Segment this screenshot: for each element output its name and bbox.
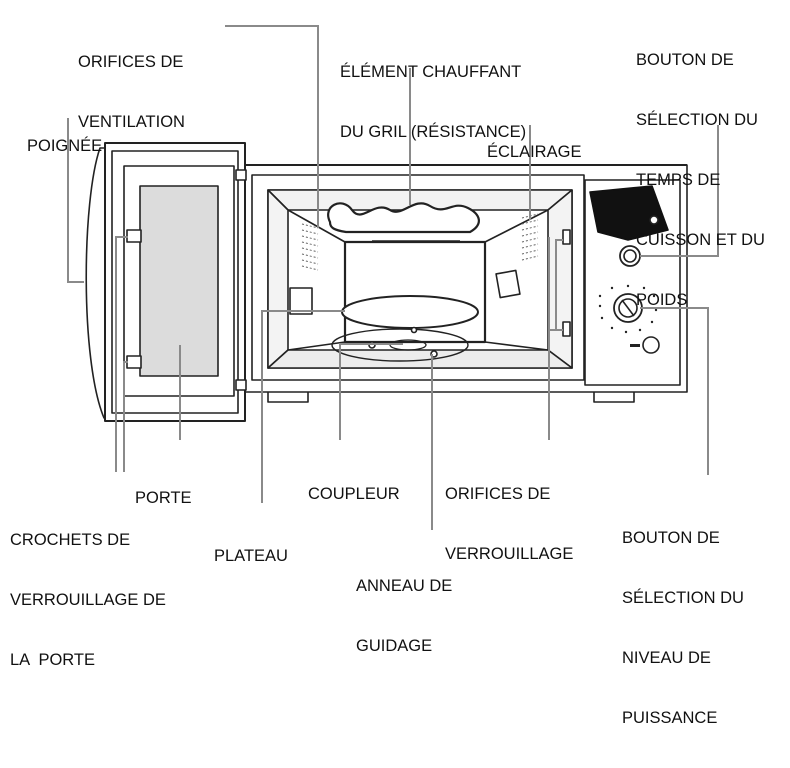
label-line: PORTE [135,489,192,507]
door [85,142,247,422]
label-door: PORTE [135,448,192,548]
door-release-button [642,336,660,354]
label-line: VERROUILLAGE DE [10,591,166,609]
safety-hole-top [562,229,571,245]
label-line: COUPLEUR [308,485,400,503]
door-latch-bottom [126,355,142,369]
label-line: GUIDAGE [356,637,433,655]
lamp-cover [495,269,521,299]
label-line: ÉCLAIRAGE [487,143,582,161]
control-display [589,185,669,241]
grill-element [327,202,480,234]
leader-time-knob [640,125,719,257]
microwave-diagram: ORIFICES DE VENTILATION ÉLÉMENT CHAUFFAN… [10,10,765,727]
label-line: VERROUILLAGE [445,545,574,563]
label-line: CUISSON ET DU [636,231,765,249]
label-coupler: COUPLEUR [308,444,400,544]
label-turntable: PLATEAU [214,506,288,606]
label-roller-ring: ANNEAU DE GUIDAGE [356,536,452,696]
label-safety-holes: ORIFICES DE VERROUILLAGE [445,444,573,604]
safety-hole-bottom [562,321,571,337]
label-line: POIGNÉE [27,137,103,155]
label-power-knob: BOUTON DE SÉLECTION DU NIVEAU DE PUISSAN… [622,488,744,768]
label-line: BOUTON DE [622,529,720,547]
label-line: ÉLÉMENT CHAUFFANT [340,63,522,81]
leader-latches-a [115,236,128,472]
label-handle: POIGNÉE [27,96,102,196]
microwave-illustration [67,25,719,530]
label-line: SÉLECTION DU [636,111,758,129]
leader-coupler [339,343,403,440]
roller-ring [331,328,469,362]
label-line: ANNEAU DE [356,577,453,595]
label-line: LA PORTE [10,651,95,669]
vent-grille-right [521,213,539,261]
leader-lines [67,25,719,530]
label-line: BOUTON DE [636,51,734,69]
door-window [139,185,219,377]
label-line: DU GRIL (RÉSISTANCE) [340,123,527,141]
label-line: TEMPS DE [636,171,721,189]
left-wall-cover [289,287,313,315]
label-line: SÉLECTION DU [622,589,744,607]
leader-turntable [261,310,345,503]
label-line: VENTILATION [78,113,185,131]
label-line: CROCHETS DE [10,531,131,549]
label-time-knob: BOUTON DE SÉLECTION DU TEMPS DE CUISSON … [636,10,765,350]
label-light: ÉCLAIRAGE [487,102,581,202]
label-line: POIDS [636,291,688,309]
vent-grille-left [301,223,319,271]
label-door-latches: CROCHETS DE VERROUILLAGE DE LA PORTE [10,490,166,710]
label-line: NIVEAU DE [622,649,711,667]
door-latch-top [126,229,142,243]
label-line: ORIFICES DE [445,485,551,503]
label-grill: ÉLÉMENT CHAUFFANT DU GRIL (RÉSISTANCE) [340,22,526,182]
leader-safety-b [555,239,563,331]
label-line: PUISSANCE [622,709,718,727]
turntable [341,295,479,329]
leader-handle [67,118,84,283]
label-ventilation: ORIFICES DE VENTILATION [78,12,185,172]
leader-power-knob [640,307,709,475]
label-line: PLATEAU [214,547,288,565]
label-line: ORIFICES DE [78,53,184,71]
leader-ventilation [225,25,319,228]
leader-latches-b [123,361,128,472]
